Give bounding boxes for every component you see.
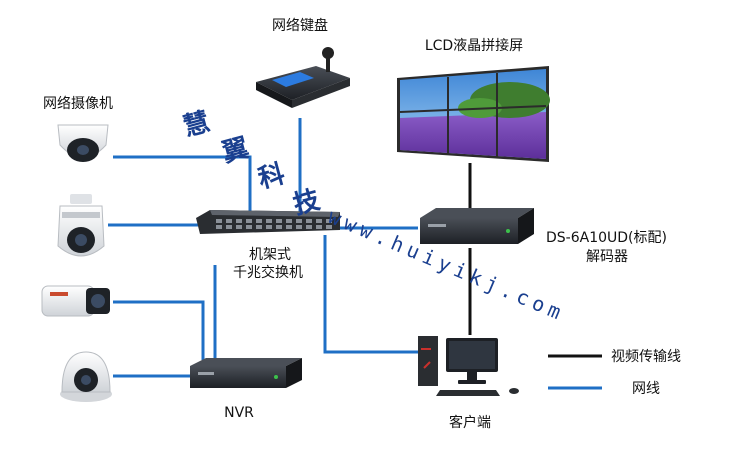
nvr-label: NVR <box>224 405 254 421</box>
cameras-label: 网络摄像机 <box>43 96 113 112</box>
legend-video-label: 视频传输线 <box>611 349 681 365</box>
bullet-camera <box>41 285 110 317</box>
line-switch-client <box>323 235 433 354</box>
lcd-label: LCD液晶拼接屏 <box>424 38 524 54</box>
network-lines <box>108 118 433 378</box>
decoder-label-line2: 解码器 <box>586 249 628 265</box>
decoder-label-line1: DS-6A10UD(标配) <box>546 230 667 246</box>
line-bullet-camera-nvr <box>113 300 205 360</box>
switch-label-line2: 千兆交换机 <box>233 265 303 281</box>
legend-network-label: 网线 <box>632 381 660 397</box>
keyboard-label: 网络键盘 <box>272 18 328 34</box>
network-keyboard <box>256 47 350 108</box>
nvr-device <box>190 358 302 388</box>
rack-switch <box>196 210 340 234</box>
client-pc <box>418 336 519 396</box>
ptz-camera <box>57 194 105 257</box>
dome-camera <box>57 124 109 162</box>
decoder-device <box>420 208 534 244</box>
line-dome-camera-switch <box>113 155 252 212</box>
client-label: 客户端 <box>449 415 491 431</box>
switch-label-line1: 机架式 <box>249 247 291 263</box>
lcd-video-wall <box>397 66 550 162</box>
turret-camera <box>60 351 112 402</box>
